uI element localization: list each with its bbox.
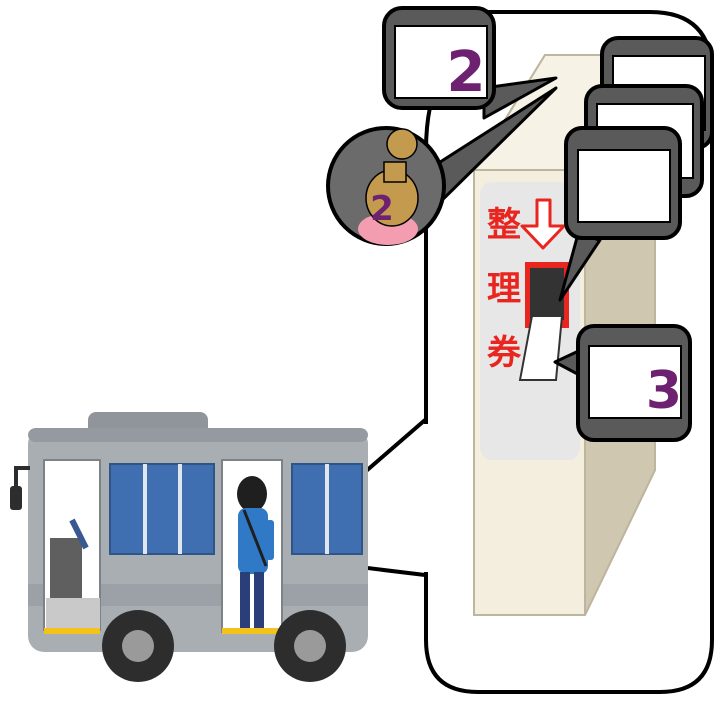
stamp-number-text: 2 — [370, 189, 394, 229]
ticket-label-char-3: 券 — [487, 333, 522, 373]
callout-number-2-text: 2 — [447, 40, 486, 105]
ticket-label-char-2: 理 — [487, 269, 521, 309]
bus-icon — [10, 412, 368, 682]
ticket-label-char-1: 整 — [487, 205, 521, 245]
callout-number-3-text: 3 — [646, 361, 682, 421]
